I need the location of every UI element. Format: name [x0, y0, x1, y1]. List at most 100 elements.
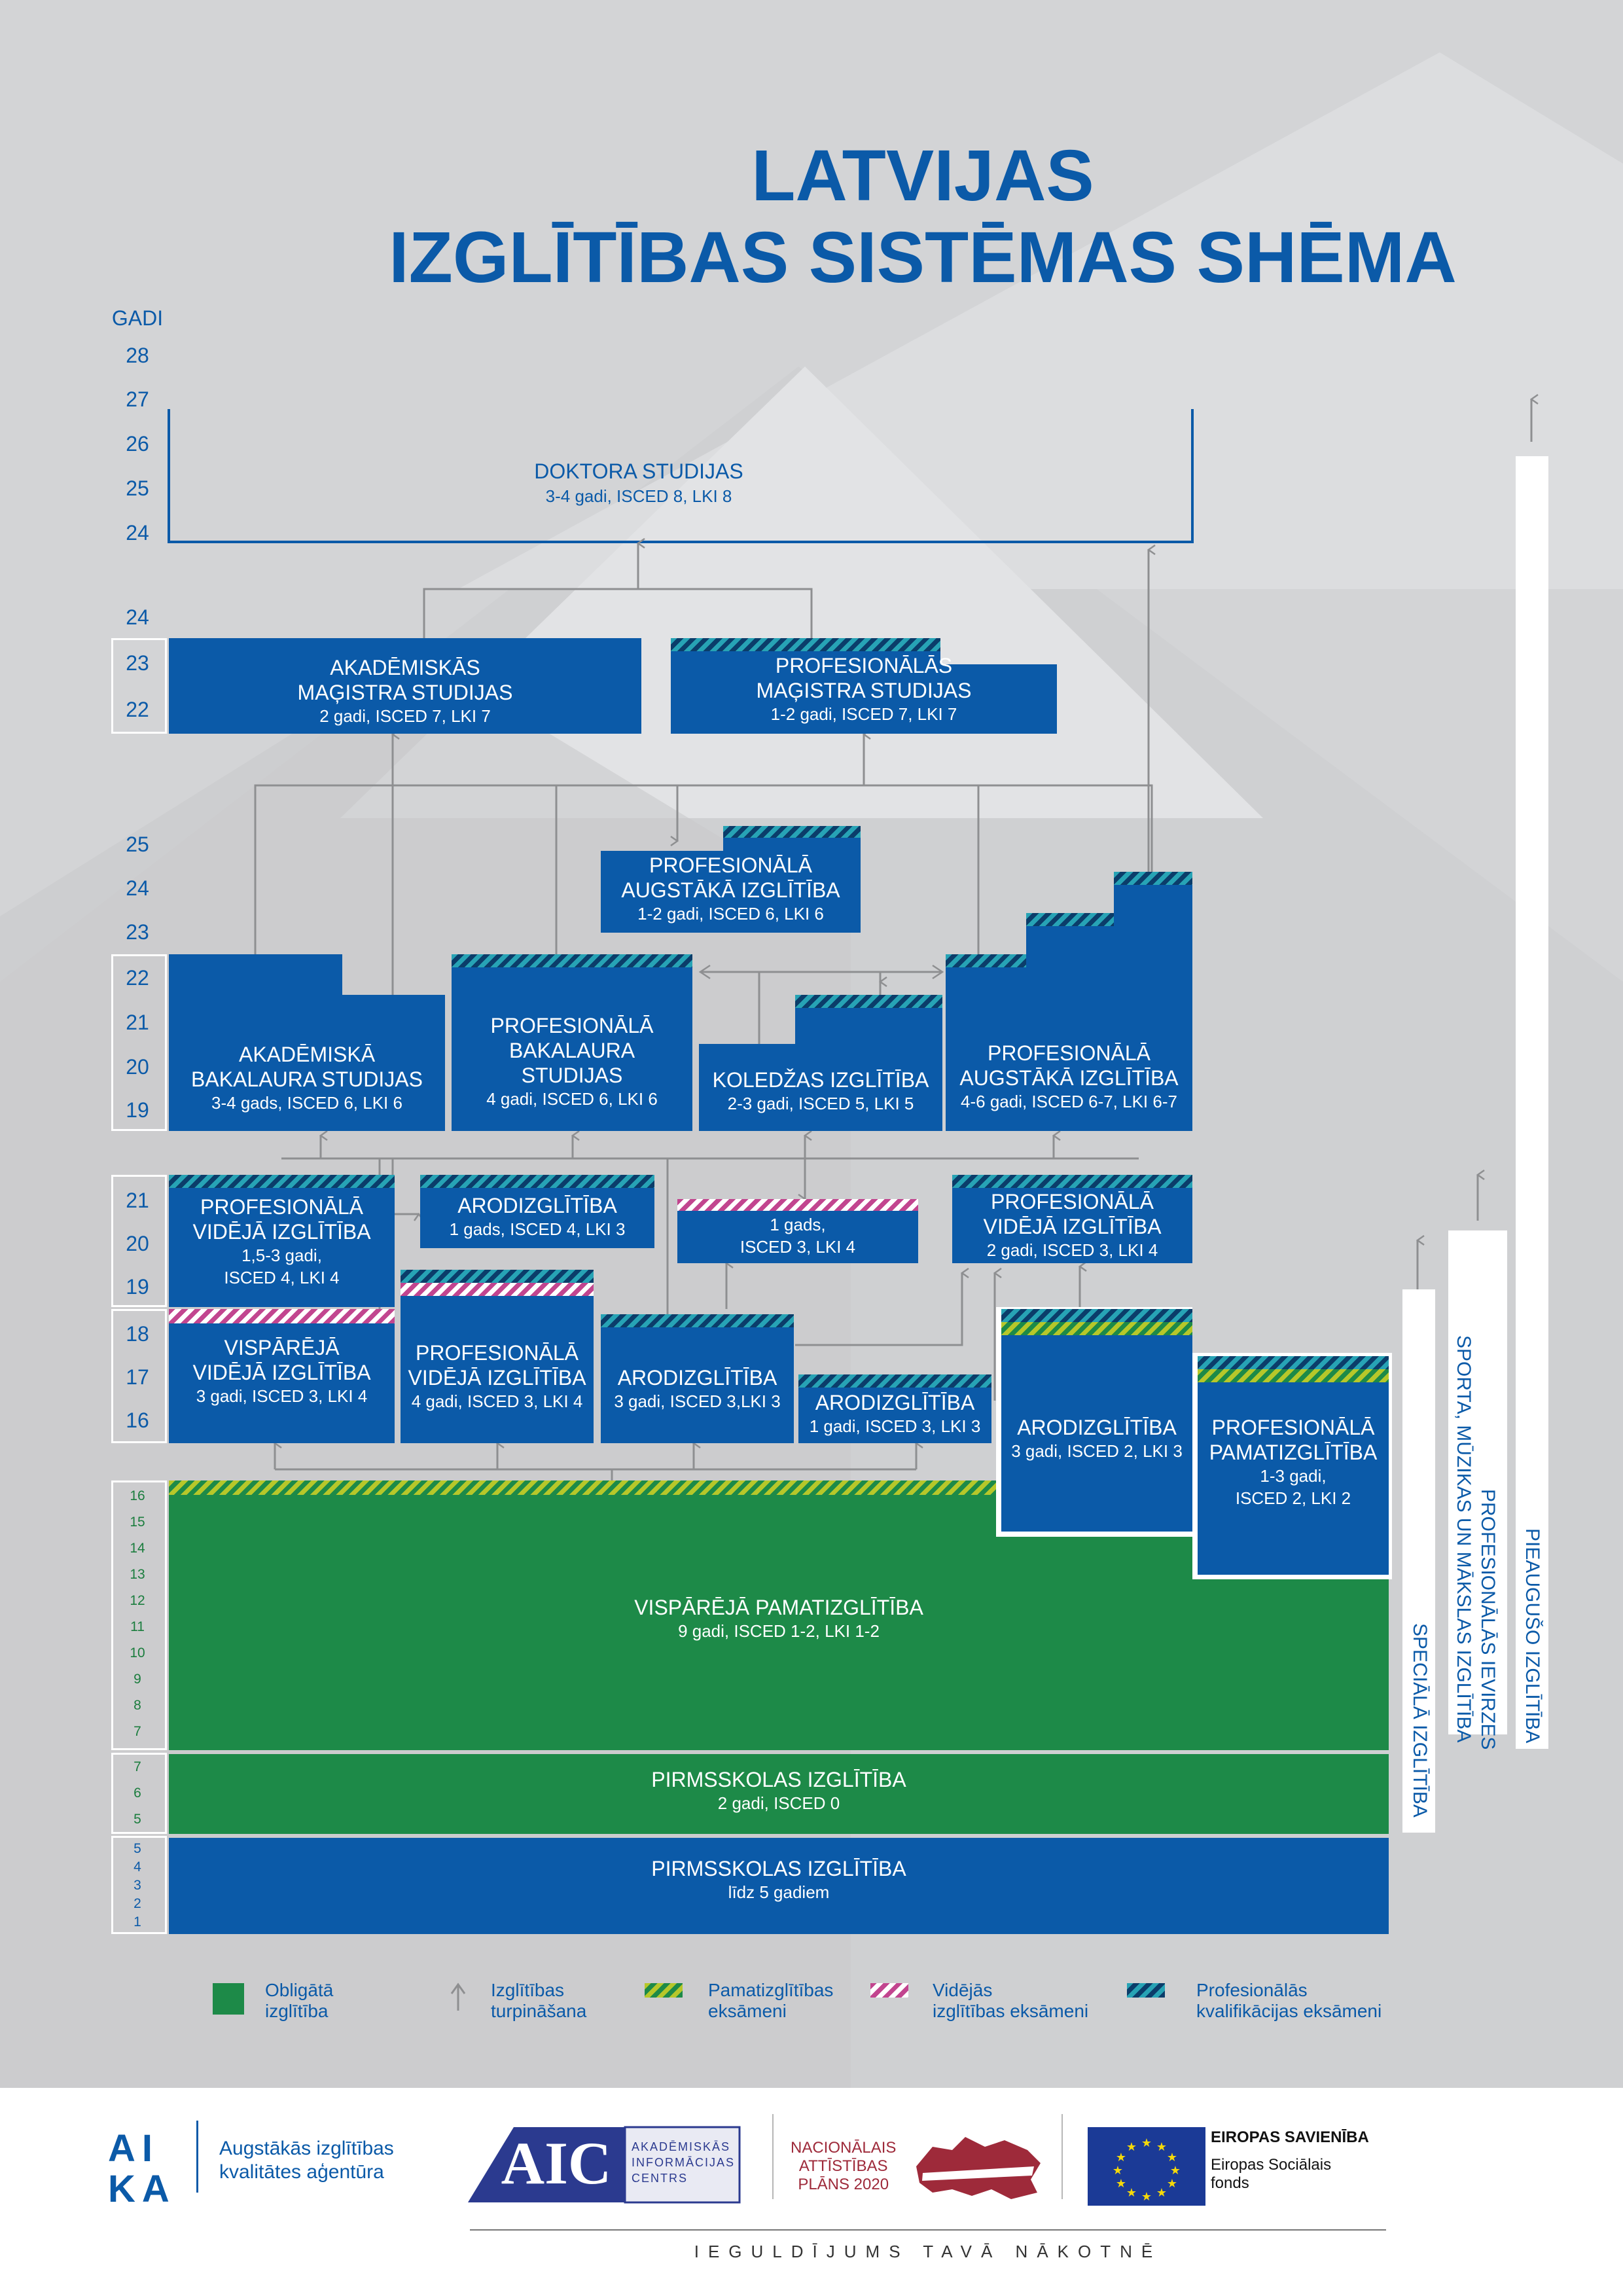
prof-masters-block	[671, 664, 1057, 734]
academic-bachelor-label: AKADĒMISKĀ BAKALAURA STUDIJAS 3-4 gads, …	[169, 1042, 445, 1114]
eu-title: EIROPAS SAVIENĪBA	[1211, 2128, 1369, 2146]
qualification-exam-hatch	[671, 638, 940, 651]
block-title: VIDĒJĀ IZGLĪTĪBA	[408, 1366, 586, 1390]
year-label: 25	[126, 833, 149, 856]
year-frame	[111, 1753, 167, 1834]
legend-text: Profesionālās	[1196, 1980, 1308, 2000]
basic-exam-hatch	[1198, 1369, 1389, 1382]
qualification-exam-hatch	[1114, 872, 1192, 885]
svg-text:★: ★	[1126, 2186, 1137, 2200]
year-label: 5	[134, 1812, 141, 1827]
block-sub: 2 gadi, ISCED 7, LKI 7	[319, 706, 491, 726]
basic-education-block-mid	[996, 1537, 1192, 1750]
divider	[1061, 2114, 1063, 2199]
aic-text-line: CENTRS	[632, 2172, 688, 2185]
block-sub: 2 gadi, ISCED 3, LKI 4	[986, 1240, 1158, 1260]
qualification-exam-hatch	[420, 1175, 654, 1188]
block-title: PROFESIONĀLĀ	[490, 1014, 654, 1037]
block-title: ARODIZGLĪTĪBA	[617, 1366, 777, 1390]
block-title: BAKALAURA STUDIJAS	[191, 1067, 423, 1091]
block-sub: 1 gads, ISCED 4, LKI 3	[449, 1219, 626, 1239]
slogan: IEGULDĪJUMS TAVĀ NĀKOTNĒ	[694, 2242, 1162, 2261]
year-label: 2	[134, 1896, 141, 1911]
legend-qualification-exam-swatch	[1127, 1983, 1165, 1998]
svg-text:★: ★	[1167, 2177, 1177, 2191]
svg-text:★: ★	[1116, 2177, 1126, 2191]
qualification-exam-hatch	[946, 954, 1026, 967]
block-title: VIDĒJĀ IZGLĪTĪBA	[192, 1361, 371, 1384]
nap-text-line: NACIONĀLAIS	[791, 2139, 897, 2157]
prof-secondary-2-block: PROFESIONĀLĀ VIDĒJĀ IZGLĪTĪBA 2 gadi, IS…	[952, 1188, 1192, 1263]
year-label: 19	[126, 1275, 149, 1299]
qualification-exam-hatch	[1026, 913, 1114, 926]
year-label: 25	[126, 476, 149, 500]
secondary-exam-hatch	[677, 1199, 918, 1211]
qualification-exam-hatch	[952, 1175, 1192, 1188]
svg-text:★: ★	[1156, 2186, 1167, 2200]
block-title: MAĢISTRA STUDIJAS	[297, 681, 513, 704]
block-sub: 4-6 gadi, ISCED 6-7, LKI 6-7	[961, 1092, 1177, 1111]
year-label: 16	[126, 1408, 149, 1432]
block-sub: 1-2 gadi, ISCED 7, LKI 7	[770, 704, 957, 724]
year-label: 24	[126, 521, 149, 545]
block-sub: 4 gadi, ISCED 3, LKI 4	[411, 1391, 583, 1411]
svg-text:★: ★	[1113, 2164, 1123, 2178]
svg-text:★: ★	[1141, 2136, 1152, 2150]
block-title: ARODIZGLĪTĪBA	[815, 1391, 975, 1414]
year-frame	[111, 1480, 167, 1750]
year-label: 10	[130, 1645, 145, 1660]
block-sub: 3 gadi, ISCED 3, LKI 4	[196, 1386, 368, 1406]
legend-mandatory-swatch	[213, 1983, 244, 2015]
year-label: 15	[130, 1515, 145, 1530]
sport-music-art-label-1: PROFESIONĀLĀS IEVIRZES	[1477, 1489, 1499, 1750]
prof-secondary-3-block: PROFESIONĀLĀ VIDĒJĀ IZGLĪTĪBA 4 gadi, IS…	[401, 1296, 594, 1443]
qualification-exam-hatch	[798, 1374, 991, 1388]
legend-text: Vidējās	[933, 1980, 993, 2000]
aika-logo: AI KA	[108, 2127, 176, 2210]
basic-exam-hatch	[1001, 1322, 1192, 1335]
year-label: 19	[126, 1098, 149, 1122]
legend-text: Obligātā	[265, 1980, 334, 2000]
prof-secondary-1-block: PROFESIONĀLĀ VIDĒJĀ IZGLĪTĪBA 1,5-3 gadi…	[169, 1188, 395, 1307]
block-title: VIDĒJĀ IZGLĪTĪBA	[983, 1215, 1162, 1238]
block-sub: 3 gadi, ISCED 3,LKI 3	[614, 1391, 781, 1411]
latvia-map-icon	[916, 2137, 1041, 2199]
nap-text-line: ATTĪSTĪBAS	[798, 2157, 888, 2175]
year-label: 3	[134, 1878, 141, 1893]
block-title: KOLEDŽAS IZGLĪTĪBA	[712, 1068, 929, 1092]
year-label: 20	[126, 1232, 149, 1255]
prof-basic-block: PROFESIONĀLĀ PAMATIZGLĪTĪBA 1-3 gadi, IS…	[1198, 1382, 1389, 1575]
aic-text-line: INFORMĀCIJAS	[632, 2156, 736, 2169]
academic-bachelor-block	[169, 995, 445, 1131]
prof-masters-label: PROFESIONĀLĀS MAĢISTRA STUDIJAS 1-2 gadi…	[671, 653, 1057, 725]
year-frame	[111, 1836, 167, 1934]
vocational-1-block: ARODIZGLĪTĪBA 1 gads, ISCED 4, LKI 3	[420, 1188, 654, 1248]
year-label: 23	[126, 651, 149, 675]
qualification-exam-hatch	[795, 995, 942, 1008]
qualification-exam-hatch	[169, 1175, 395, 1188]
special-education-bar	[1402, 1289, 1435, 1833]
year-label: 5	[134, 1841, 141, 1856]
block-title: ARODIZGLĪTĪBA	[457, 1194, 617, 1217]
preschool-2-block: PIRMSSKOLAS IZGLĪTĪBA līdz 5 gadiem	[169, 1838, 1389, 1934]
one-year-block: 1 gads, ISCED 3, LKI 4	[677, 1211, 918, 1263]
svg-text:★: ★	[1170, 2164, 1181, 2178]
legend-text: eksāmeni	[708, 2001, 787, 2021]
year-label: 20	[126, 1055, 149, 1079]
footer-divider	[470, 2229, 1386, 2231]
basic-education-block-left	[169, 1495, 996, 1750]
aika-text-line: Augstākās izglītības	[219, 2138, 394, 2159]
vocational-3-block: ARODIZGLĪTĪBA 1 gadi, ISCED 3, LKI 3	[798, 1388, 991, 1443]
aika-text-line: kvalitātes aģentūra	[219, 2161, 384, 2183]
year-label: 21	[126, 1011, 149, 1034]
qualification-exam-hatch	[601, 1314, 794, 1327]
page-title-line1: LATVIJAS	[751, 135, 1094, 216]
qualification-exam-hatch	[452, 954, 692, 967]
svg-text:★: ★	[1156, 2140, 1167, 2154]
qualification-exam-hatch	[723, 826, 861, 838]
year-label: 22	[126, 966, 149, 990]
year-label: 7	[134, 1759, 141, 1774]
divider	[196, 2121, 198, 2193]
block-sub: 3-4 gads, ISCED 6, LKI 6	[211, 1093, 402, 1113]
